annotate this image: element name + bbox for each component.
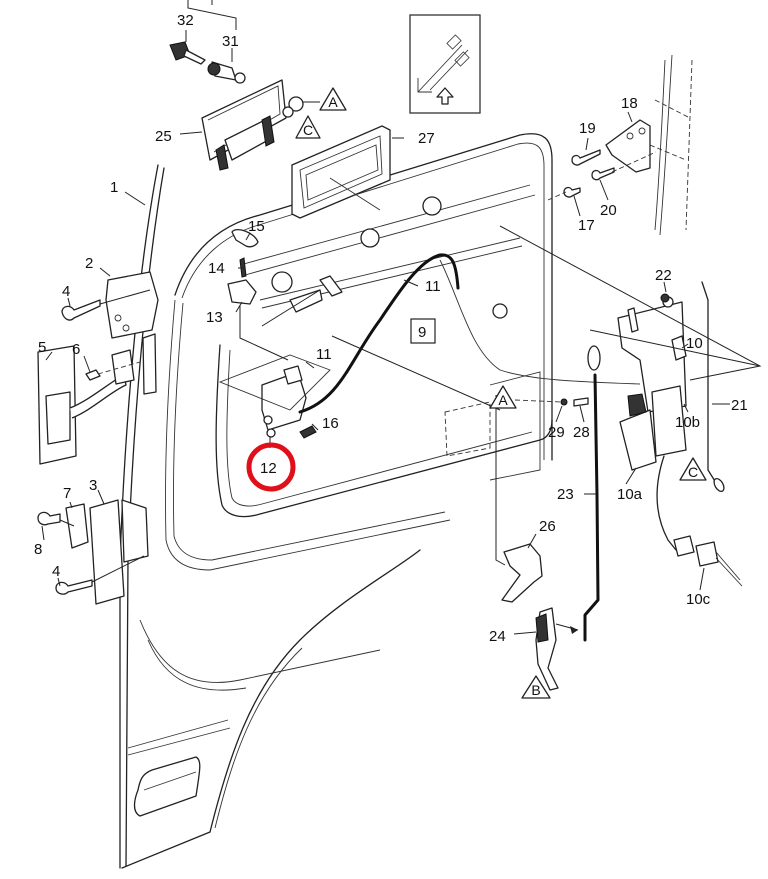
part-label-18: 18 bbox=[621, 95, 638, 112]
door-shell bbox=[119, 133, 553, 869]
ref-marker-text: B bbox=[531, 682, 540, 698]
part-label-10: 10 bbox=[686, 335, 703, 352]
part-label-23: 23 bbox=[557, 486, 574, 503]
part-label-14: 14 bbox=[208, 260, 225, 277]
part-label-21: 21 bbox=[731, 397, 748, 414]
outer-handle-assembly bbox=[169, 0, 391, 219]
part-label-32: 32 bbox=[177, 12, 194, 29]
interior-release-levers bbox=[501, 543, 579, 691]
ref-marker-C-right: C bbox=[679, 457, 707, 481]
part-label-12: 12 bbox=[260, 460, 277, 477]
part-label-27: 27 bbox=[418, 130, 435, 147]
part-label-10c: 10c bbox=[686, 591, 711, 608]
highlight-circle-part-12 bbox=[246, 442, 296, 492]
part-label-19: 19 bbox=[579, 120, 596, 137]
part-label-22: 22 bbox=[655, 267, 672, 284]
inner-handle-linkage bbox=[218, 228, 641, 566]
part-label-13: 13 bbox=[206, 309, 223, 326]
ref-marker-text: A bbox=[498, 392, 508, 408]
lower-hinge bbox=[37, 499, 149, 605]
part-label-31: 31 bbox=[222, 33, 239, 50]
ref-marker-A-mid: A bbox=[489, 385, 517, 409]
front-direction-arrow-icon bbox=[409, 14, 481, 114]
part-label-11-lower: 11 bbox=[316, 346, 332, 363]
ref-marker-C-top: C bbox=[295, 115, 321, 139]
part-label-24: 24 bbox=[489, 628, 506, 645]
part-label-16: 16 bbox=[322, 415, 339, 432]
part-label-4-upper: 4 bbox=[62, 283, 70, 300]
part-label-8: 8 bbox=[34, 541, 42, 558]
upper-hinge bbox=[61, 271, 159, 339]
part-label-15: 15 bbox=[248, 218, 265, 235]
part-label-10b: 10b bbox=[675, 414, 700, 431]
part-label-7: 7 bbox=[63, 485, 71, 502]
b-pillar bbox=[649, 54, 693, 236]
part-label-1: 1 bbox=[110, 179, 118, 196]
part-label-4-lower: 4 bbox=[52, 563, 60, 580]
door-check-strap bbox=[37, 333, 157, 465]
striker-assembly bbox=[547, 119, 657, 201]
label-leaders bbox=[41, 30, 730, 635]
ref-marker-text: C bbox=[688, 464, 698, 480]
part-label-2: 2 bbox=[85, 255, 93, 272]
part-labels: 1 2 3 4 4 5 6 7 8 9 10 10a 10b 10c 11 11… bbox=[34, 12, 748, 645]
part-label-17: 17 bbox=[578, 217, 595, 234]
ref-marker-B-bottom: B bbox=[521, 675, 551, 699]
part-label-29: 29 bbox=[548, 424, 565, 441]
ref-marker-text: A bbox=[328, 94, 338, 110]
door-lock-assembly bbox=[499, 225, 762, 642]
part-label-25: 25 bbox=[155, 128, 172, 145]
part-9-box bbox=[410, 318, 436, 344]
ref-marker-A-top: A bbox=[302, 87, 347, 111]
part-label-28: 28 bbox=[573, 424, 590, 441]
ref-marker-text: C bbox=[303, 122, 313, 138]
part-label-20: 20 bbox=[600, 202, 617, 219]
part-label-9: 9 bbox=[418, 324, 426, 341]
part-label-11-upper: 11 bbox=[425, 278, 441, 295]
part-label-3: 3 bbox=[89, 477, 97, 494]
part-label-5: 5 bbox=[38, 339, 46, 356]
part-label-10a: 10a bbox=[617, 486, 643, 503]
part-label-6: 6 bbox=[72, 341, 80, 358]
part-label-26: 26 bbox=[539, 518, 556, 535]
